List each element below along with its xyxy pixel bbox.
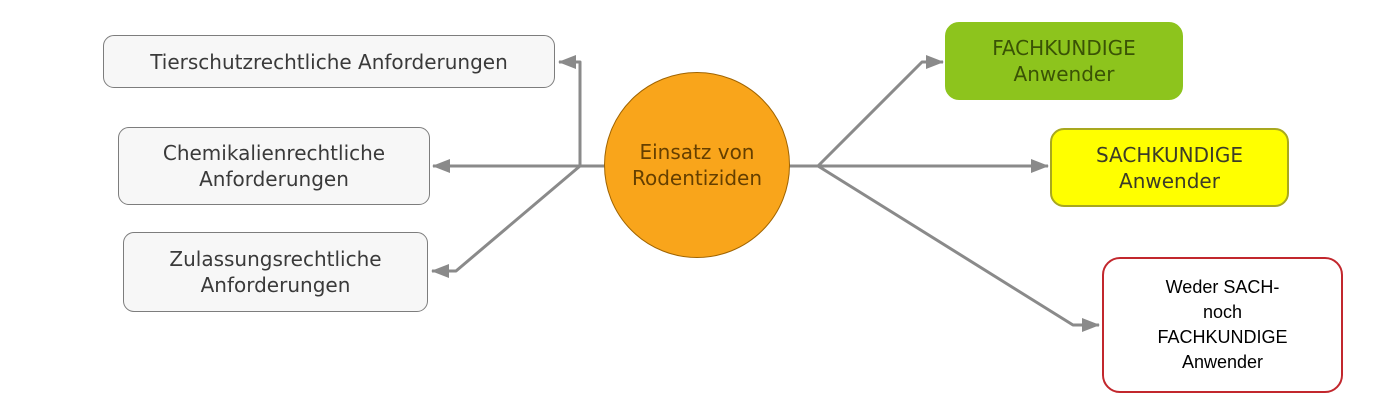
node-sachkundige-anwender: SACHKUNDIGE Anwender	[1050, 128, 1289, 207]
connector-center-to-weder	[817, 164, 1100, 332]
node-fachkundige-anwender: FACHKUNDIGE Anwender	[945, 22, 1183, 100]
connector-center-to-fachkundige	[816, 55, 944, 168]
node-einsatz-von-rodentiziden: Einsatz von Rodentiziden	[604, 72, 790, 258]
node-zulassungsrechtliche-anforderungen: Zulassungsrechtliche Anforderungen	[123, 232, 428, 312]
connector-center-to-zulassung	[431, 164, 581, 278]
node-tierschutzrechtliche-anforderungen: Tierschutzrechtliche Anforderungen	[103, 35, 555, 88]
node-chemikalienrechtliche-anforderungen: Chemikalienrechtliche Anforderungen	[118, 127, 430, 205]
connector-center-to-tierschutz	[558, 55, 582, 166]
node-weder-sach-noch-fachkundige-anwender: Weder SACH- noch FACHKUNDIGE Anwender	[1102, 257, 1343, 393]
